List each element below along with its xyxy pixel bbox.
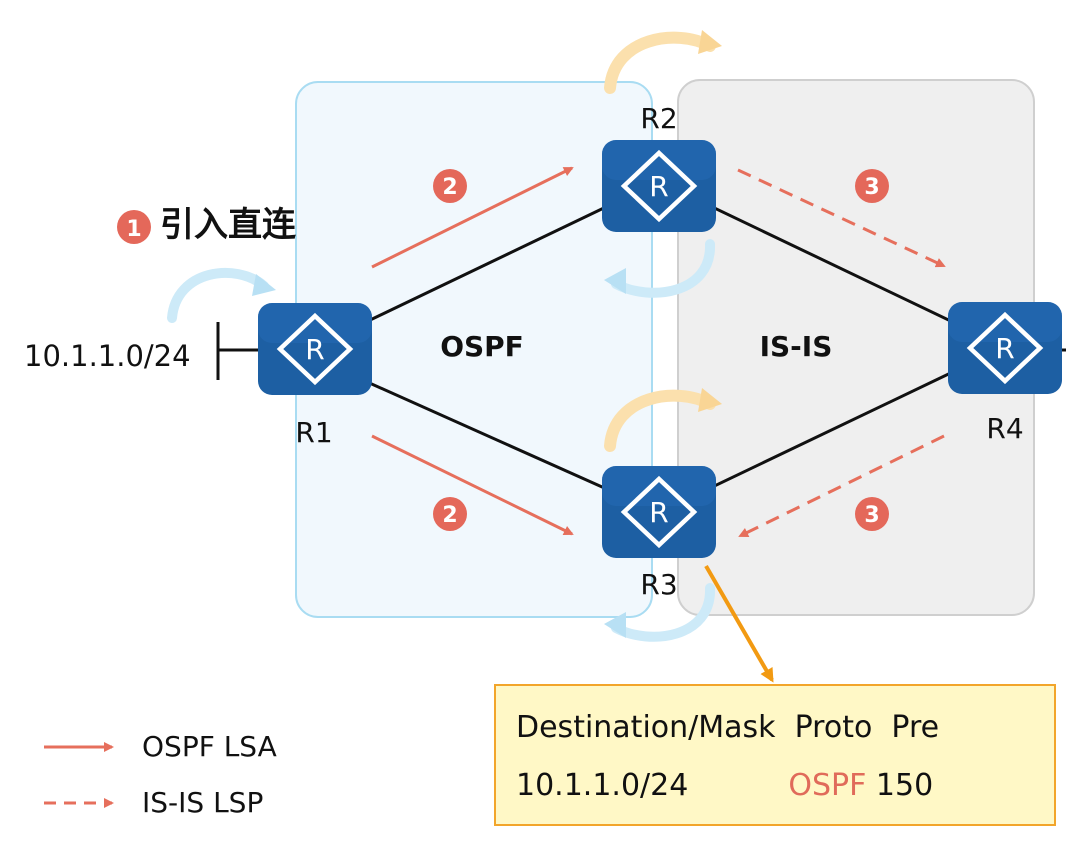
router-r1-glyph: R (305, 333, 324, 366)
redistribute-arrow-r2-top (604, 30, 722, 94)
router-r3-glyph: R (649, 496, 668, 529)
link-r1-r2 (317, 180, 659, 347)
router-r3-label: R3 (640, 568, 677, 601)
ospf-lsa-arrow-to-r3 (371, 434, 574, 536)
step2-badge-bottom (433, 497, 467, 531)
link-r1-r3 (317, 358, 659, 514)
step3-badge-bottom (855, 497, 889, 531)
redistribute-arrow-r1 (167, 267, 276, 323)
router-r1[interactable]: R (258, 303, 372, 395)
route-table: Destination/Mask Proto Pre 10.1.1.0/24 OS… (494, 684, 1056, 826)
route-proto: OSPF (788, 768, 867, 803)
router-r4-glyph: R (995, 332, 1014, 365)
redistribute-arrow-r3-bottom (604, 583, 716, 642)
router-r2-glyph: R (649, 170, 668, 203)
router-r4-label: R4 (986, 412, 1023, 445)
router-r2[interactable]: R (602, 140, 716, 232)
route-table-row: 10.1.1.0/24 OSPF 150 (516, 768, 933, 803)
legend-ospf-lsa-label: OSPF LSA (142, 730, 277, 763)
redistribute-arrow-r3-top (604, 388, 722, 452)
step1-label: 引入直连 (160, 205, 297, 245)
router-r3[interactable]: R (602, 466, 716, 558)
route-table-header: Destination/Mask Proto Pre (516, 710, 940, 745)
isis-lsp-arrow-to-r4 (737, 168, 946, 268)
step1-number: 1 (126, 217, 141, 242)
isis-lsp-arrow-to-r3 (738, 434, 945, 538)
step2-badge-top (433, 169, 467, 203)
step3-number-top: 3 (864, 175, 879, 200)
route-dest: 10.1.1.0/24 (516, 768, 689, 803)
isis-area-label: IS-IS (760, 330, 833, 363)
ospf-area-label: OSPF (440, 330, 524, 363)
router-r4[interactable]: R (948, 302, 1062, 394)
link-r3-r4 (659, 345, 1006, 514)
redistribute-arrow-r2-bottom (604, 239, 716, 298)
network-label: 10.1.1.0/24 (24, 339, 191, 373)
router-r1-label: R1 (295, 416, 332, 449)
callout-arrow (704, 564, 774, 683)
ospf-lsa-arrow-to-r2 (371, 166, 574, 269)
step2-number-bottom: 2 (442, 503, 457, 528)
legend-isis-lsp-label: IS-IS LSP (142, 786, 264, 819)
step1-badge (117, 210, 151, 244)
step3-number-bottom: 3 (864, 503, 879, 528)
route-pre: 150 (875, 768, 934, 803)
router-r2-label: R2 (640, 102, 677, 135)
step3-badge-top (855, 169, 889, 203)
step2-number-top: 2 (442, 175, 457, 200)
link-r2-r4 (659, 180, 1006, 349)
